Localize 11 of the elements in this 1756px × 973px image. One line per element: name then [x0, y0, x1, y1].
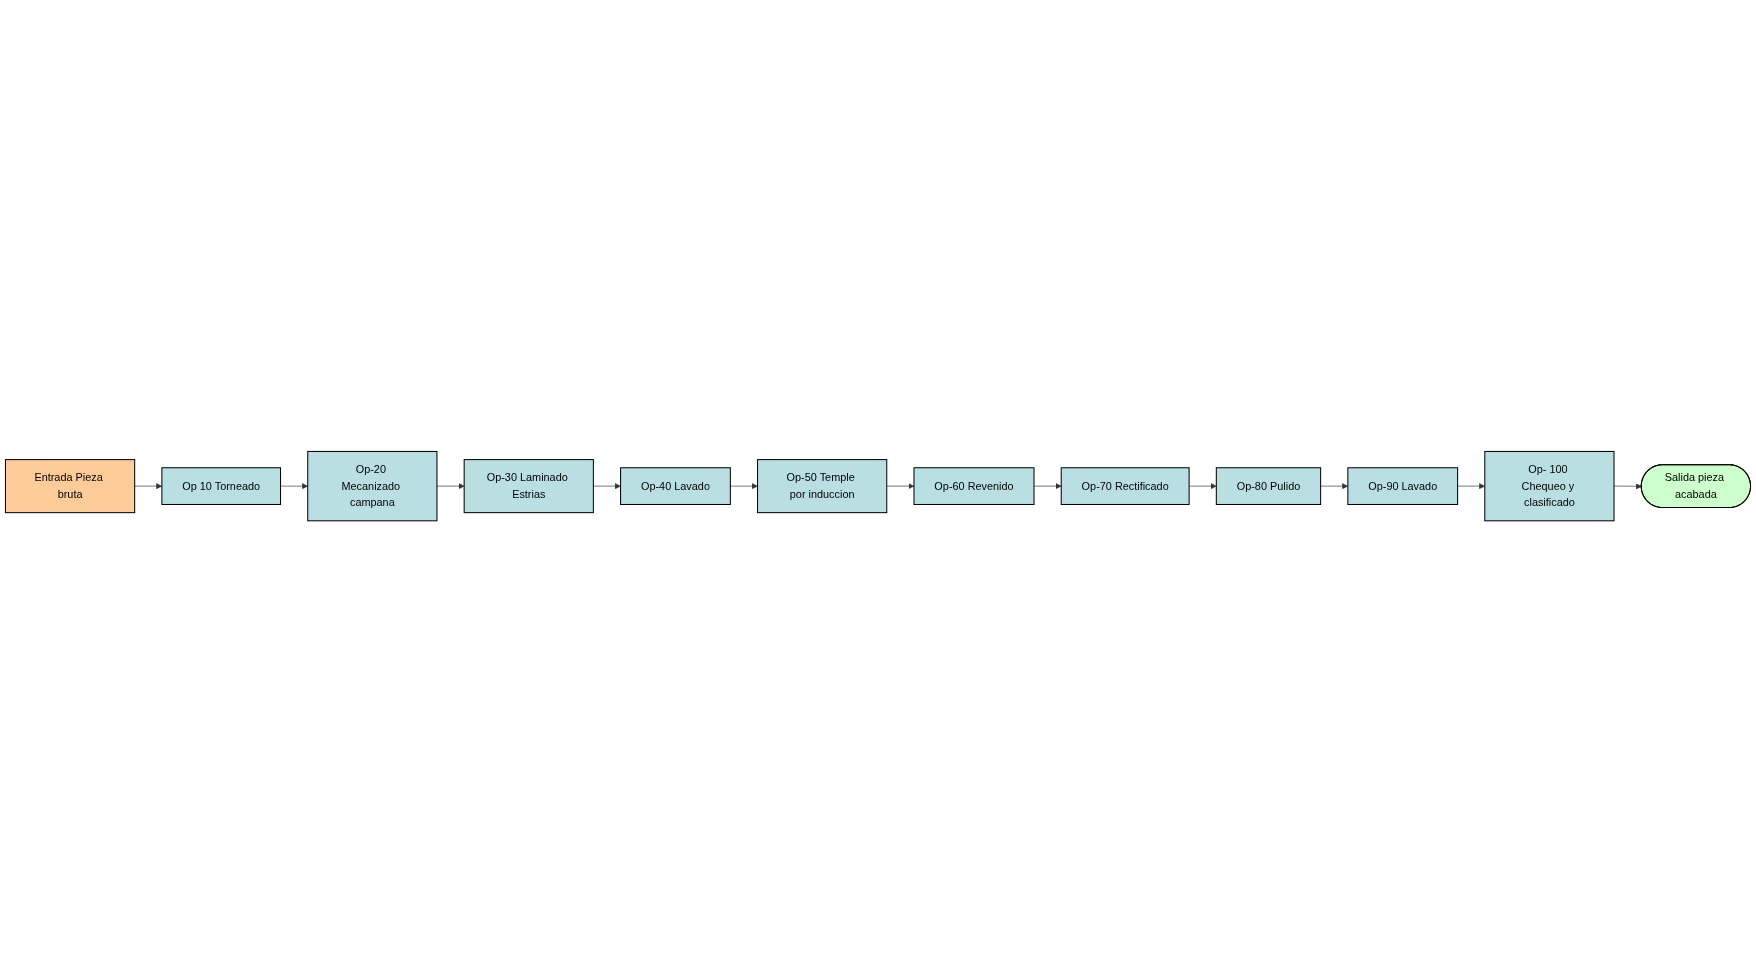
node-box: Entrada Pieza bruta [4, 459, 136, 514]
node-box: Op-90 Lavado [1347, 467, 1459, 506]
node-box: Op-60 Revenido [913, 467, 1035, 506]
node-box: Op 10 Torneado [161, 467, 282, 506]
node-box: Op-70 Rectificado [1060, 467, 1190, 506]
node-box: Op-30 Laminado Estrias [463, 459, 594, 514]
node-box: Op- 100 Chequeo y clasificado [1484, 451, 1615, 522]
node-box: Op-20 Mecanizado campana [307, 451, 438, 522]
node-box: Op-80 Pulido [1215, 467, 1322, 506]
node-box: Op-50 Temple por induccion [757, 459, 888, 514]
node-box: Op-40 Lavado [620, 467, 731, 506]
